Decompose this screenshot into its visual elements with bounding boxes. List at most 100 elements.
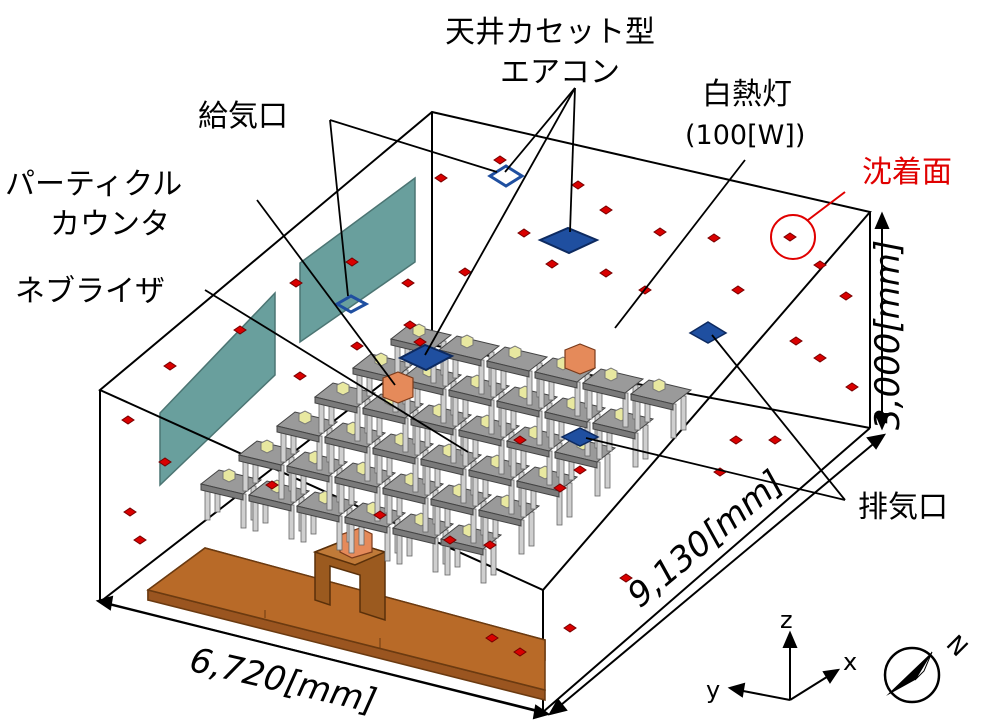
- desk-front: [314, 396, 358, 414]
- desk-front: [458, 429, 502, 447]
- desk-front: [420, 458, 464, 476]
- lamp-icon: [652, 378, 666, 393]
- deposition-marker: [443, 535, 457, 545]
- axis-y-label: y: [706, 676, 721, 704]
- desk-front: [534, 371, 578, 389]
- deposition-marker: [133, 535, 147, 545]
- deposition-marker: [350, 341, 364, 351]
- particle-counter-label-line1: パーティクル: [5, 167, 183, 202]
- wall-panel: [299, 176, 416, 344]
- platform: [146, 547, 546, 701]
- exhaust-vent-label: 排気口: [858, 490, 948, 525]
- desk-front: [392, 527, 436, 545]
- deposition-marker: [434, 173, 448, 183]
- desk-front: [592, 422, 636, 440]
- supply-vent-label: 給気口: [198, 99, 288, 134]
- desk-leg: [680, 395, 687, 431]
- deposition-marker: [845, 382, 859, 392]
- lamp-icon: [604, 367, 618, 382]
- deposition-marker: [233, 325, 247, 335]
- deposition-marker: [619, 573, 633, 583]
- incandescent-label-line2: (100[W]): [685, 120, 806, 151]
- desk-front: [276, 425, 320, 443]
- deposition-marker: [729, 435, 743, 445]
- deposition-marker: [373, 510, 387, 520]
- desk-front: [486, 360, 530, 378]
- deposition-marker: [483, 540, 497, 550]
- deposition-marker: [707, 233, 721, 243]
- deposition-marker: [599, 205, 613, 215]
- desk-front: [324, 436, 368, 454]
- desk-front: [468, 469, 512, 487]
- deposition-marker: [493, 155, 507, 165]
- deposition-marker: [563, 623, 577, 633]
- desk-front: [334, 476, 378, 494]
- deposition-marker: [289, 278, 303, 288]
- desk-set: [485, 345, 549, 406]
- desk-front: [544, 411, 588, 429]
- deposition-marker: [158, 457, 172, 467]
- lamp-icon: [460, 334, 474, 349]
- deposition-marker: [121, 415, 135, 425]
- desk-front: [448, 389, 492, 407]
- desk-front: [582, 382, 626, 400]
- deposition-marker: [403, 320, 417, 330]
- deposition-marker: [345, 257, 359, 267]
- desk-front: [344, 516, 388, 534]
- supply-vent: [333, 164, 525, 314]
- deposition-marker: [783, 232, 797, 242]
- deposition-marker: [513, 647, 527, 657]
- dimension-arrows: [95, 211, 890, 720]
- desk-front: [372, 447, 416, 465]
- desk-front: [478, 509, 522, 527]
- height-dimension: 3,000[mm]: [868, 239, 908, 430]
- deposition-marker: [571, 180, 585, 190]
- deposition-marker: [813, 260, 827, 270]
- deposition-marker: [768, 435, 782, 445]
- desk-front: [554, 451, 598, 469]
- deposition-marker: [413, 337, 427, 347]
- deposition-highlight: [770, 214, 816, 260]
- lamp-icon: [260, 439, 274, 454]
- desk-front: [296, 505, 340, 523]
- desk-front: [496, 400, 540, 418]
- student-desks: [199, 323, 693, 584]
- lamp-icon: [412, 323, 426, 338]
- desk-front: [630, 393, 674, 411]
- desk-front: [382, 487, 426, 505]
- desk-front: [200, 483, 244, 501]
- desk-front: [506, 440, 550, 458]
- desk-leg: [642, 424, 649, 460]
- leader-lines: [204, 87, 846, 501]
- deposition-marker: [163, 361, 177, 371]
- deposition-marker: [265, 480, 279, 490]
- axis-x-label: x: [843, 648, 858, 676]
- deposition-marker: [599, 268, 613, 278]
- deposition-marker: [653, 227, 667, 237]
- deposition-marker: [293, 371, 307, 381]
- desk-leg: [604, 453, 611, 489]
- desk-front: [362, 407, 406, 425]
- deposition-markers: [121, 155, 859, 657]
- deposition-marker: [573, 465, 587, 475]
- desk-front: [516, 480, 560, 498]
- nebulizer-label: ネブライザ: [15, 274, 165, 309]
- deposition-marker: [553, 483, 567, 493]
- lamp-icon: [336, 381, 350, 396]
- desk-front: [430, 498, 474, 516]
- deposition-leader: [807, 191, 846, 221]
- deposition-marker: [401, 278, 415, 288]
- desk-front: [238, 454, 282, 472]
- deposition-surface-label: 沈着面: [862, 155, 952, 190]
- ceiling-ac-label-line1: 天井カセット型: [445, 15, 655, 50]
- axis-triad: [727, 630, 841, 701]
- deposition-marker: [545, 259, 559, 269]
- deposition-marker: [485, 633, 499, 643]
- lamp-icon: [508, 345, 522, 360]
- desk-set: [629, 378, 693, 439]
- deposition-marker: [813, 353, 827, 363]
- deposition-marker: [123, 507, 137, 517]
- desk-front: [286, 465, 330, 483]
- desk-leg: [528, 511, 535, 547]
